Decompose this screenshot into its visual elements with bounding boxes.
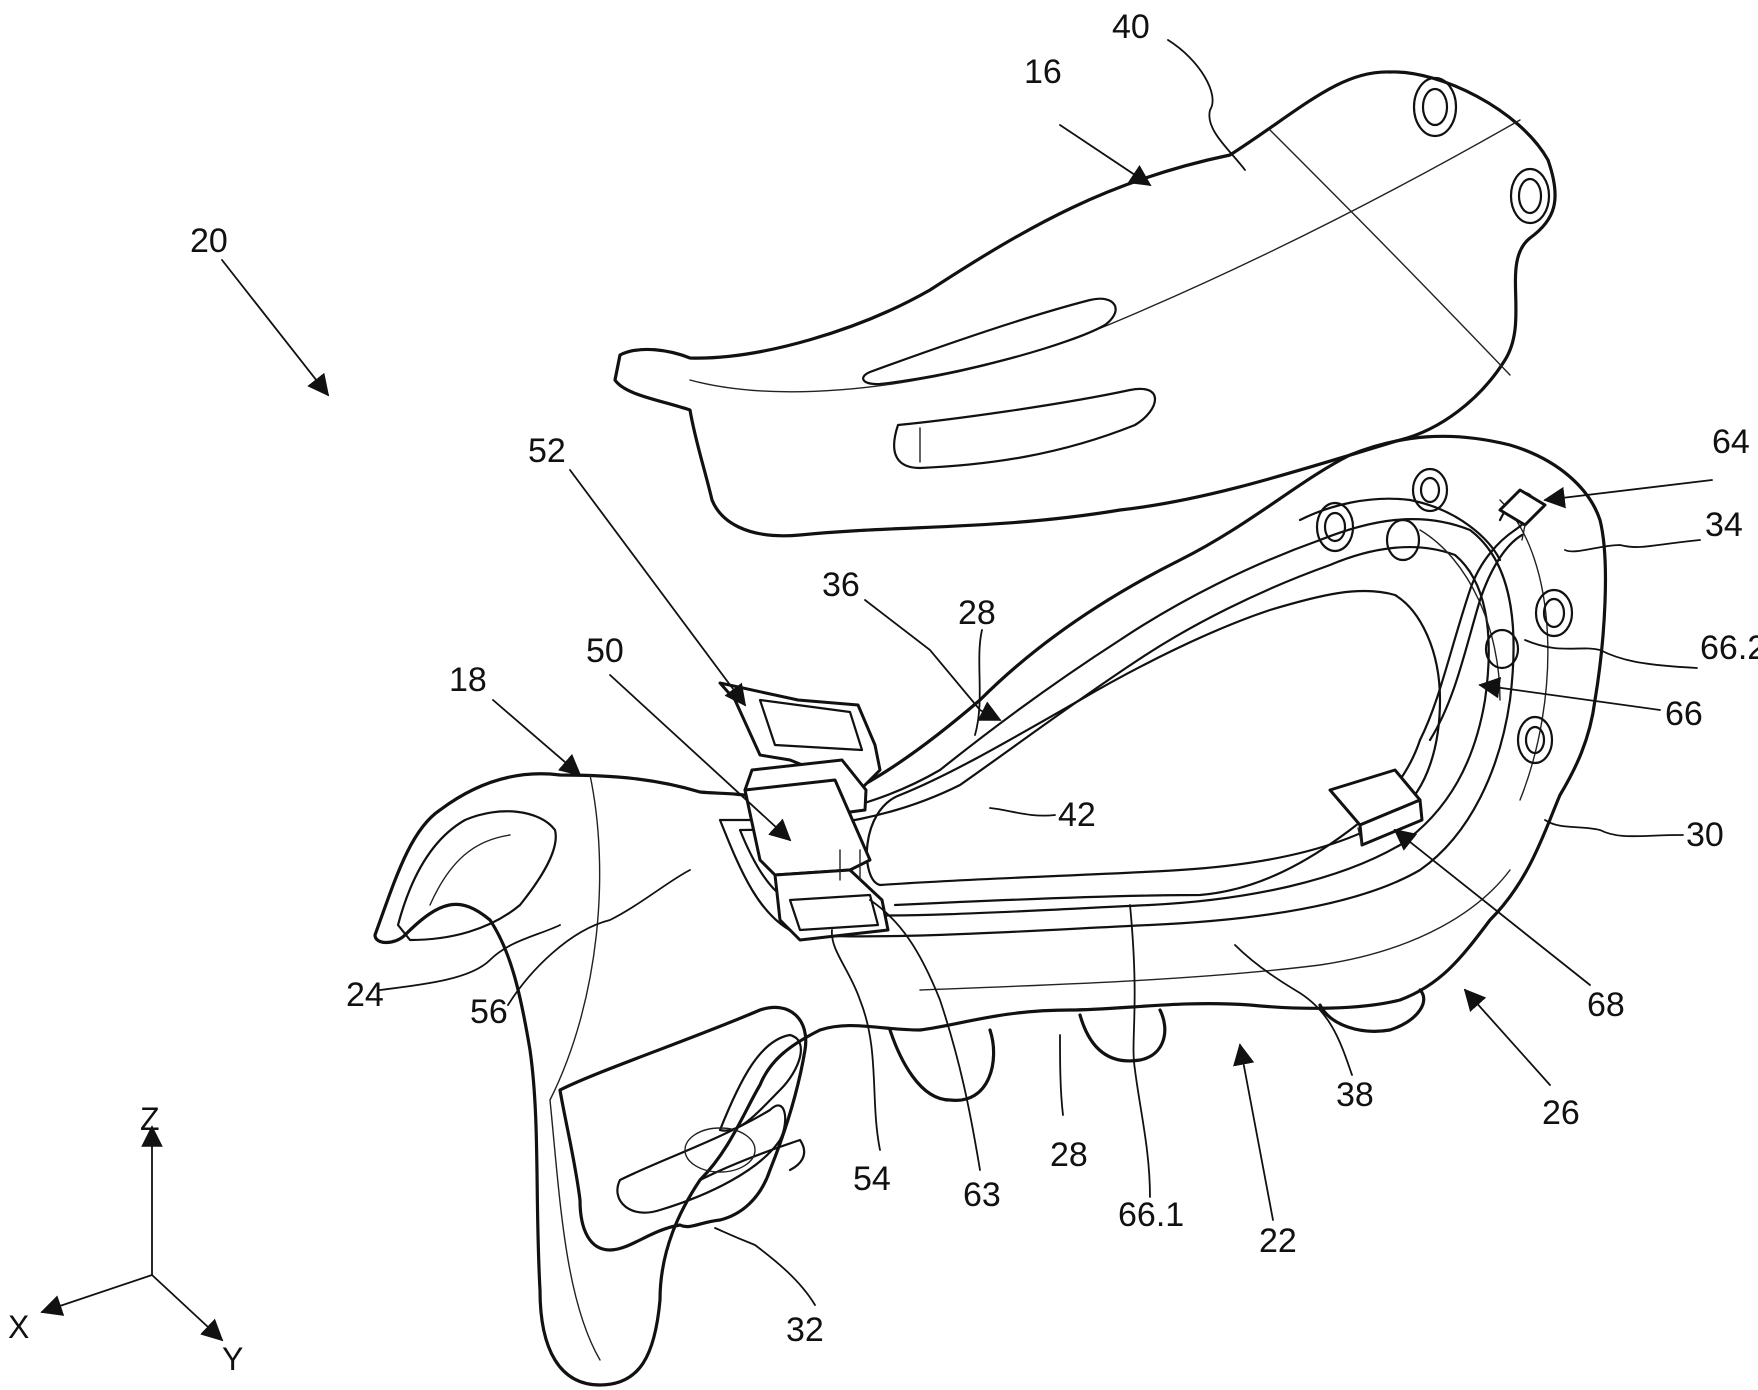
label-56: 56 <box>470 993 508 1031</box>
label-38: 38 <box>1336 1076 1374 1114</box>
label-36: 36 <box>822 566 860 604</box>
label-28-lower: 28 <box>1050 1136 1088 1174</box>
label-28-upper: 28 <box>958 594 996 632</box>
label-24: 24 <box>346 976 384 1014</box>
label-40: 40 <box>1112 8 1150 46</box>
label-64: 64 <box>1712 423 1750 461</box>
label-42: 42 <box>1058 796 1096 834</box>
label-66: 66 <box>1665 695 1703 733</box>
plug-64 <box>1500 490 1545 540</box>
label-26: 26 <box>1542 1094 1580 1132</box>
axis-z-label: Z <box>140 1101 160 1137</box>
label-34: 34 <box>1705 506 1743 544</box>
axis-y-label: Y <box>222 1341 243 1377</box>
label-20: 20 <box>190 222 228 260</box>
label-54: 54 <box>853 1160 891 1198</box>
label-18: 18 <box>449 661 487 699</box>
label-68: 68 <box>1587 986 1625 1024</box>
label-32: 32 <box>786 1311 824 1349</box>
label-22: 22 <box>1259 1222 1297 1260</box>
label-50: 50 <box>586 632 624 670</box>
label-66-2: 66.2 <box>1700 629 1758 667</box>
coordinate-axes: Z X Y <box>8 1101 243 1377</box>
label-30: 30 <box>1686 816 1724 854</box>
lower-shell-part-18 <box>375 436 1605 1385</box>
cable-66 <box>895 493 1534 905</box>
axis-x-label: X <box>8 1309 29 1345</box>
label-66-1: 66.1 <box>1118 1196 1184 1234</box>
label-16: 16 <box>1024 53 1062 91</box>
label-63: 63 <box>963 1176 1001 1214</box>
label-52: 52 <box>528 432 566 470</box>
